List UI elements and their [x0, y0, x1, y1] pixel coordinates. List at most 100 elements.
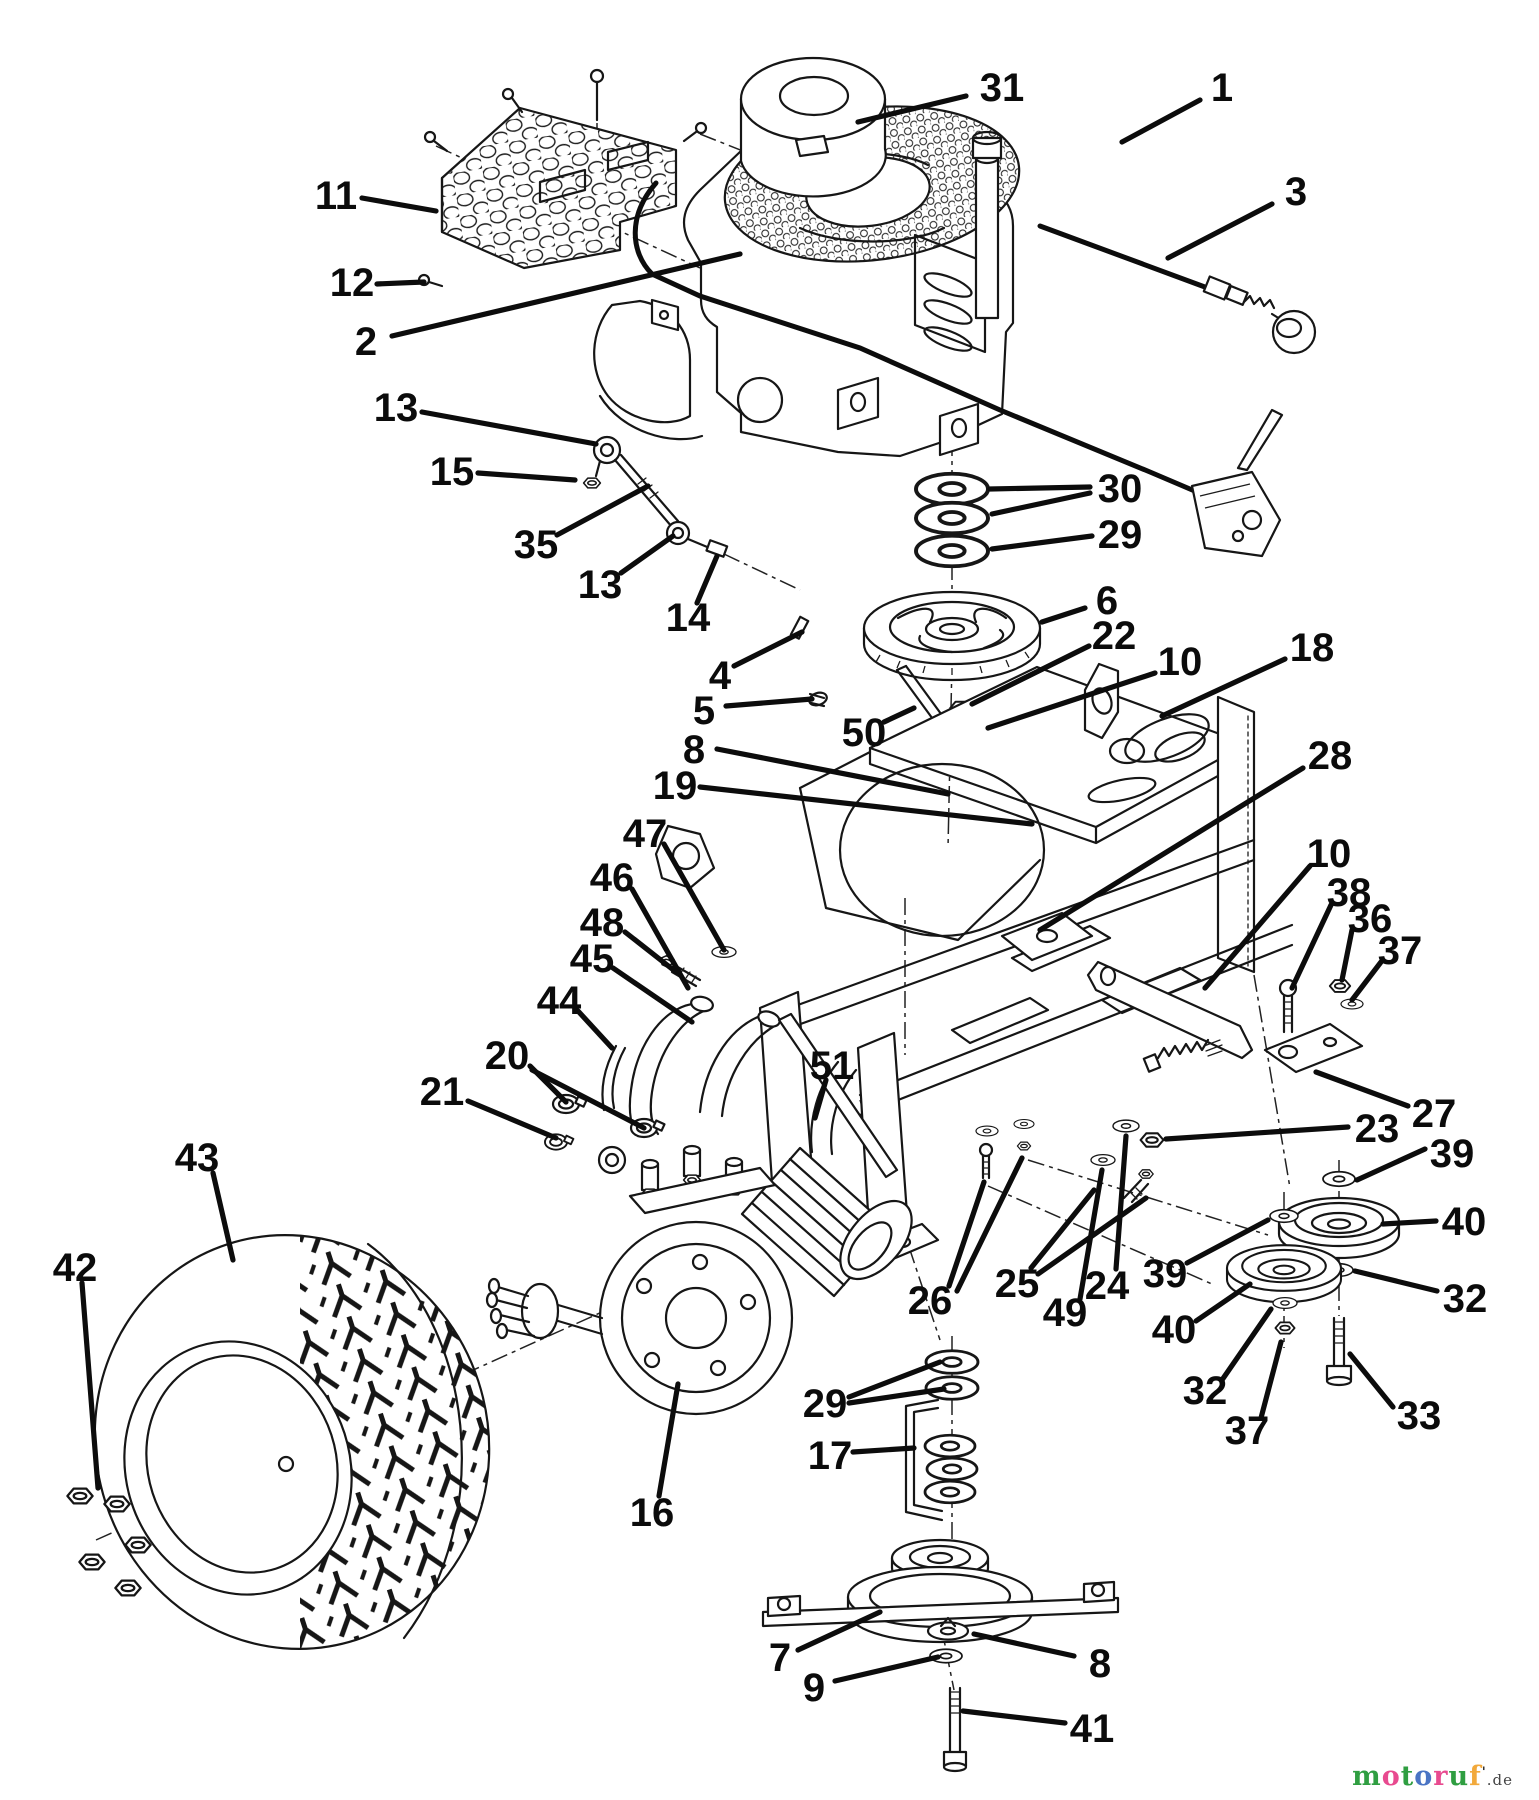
callout-leader-43: [210, 1170, 236, 1263]
callout-leader-7: [795, 1609, 883, 1653]
callout-leader-39: [1354, 1146, 1428, 1183]
transaxle: [485, 1144, 913, 1416]
rear-wheel: [66, 1215, 530, 1675]
callout-label-2: 2: [355, 320, 377, 364]
wheel-rim-opening: [123, 1340, 353, 1596]
callout-label-39: 39: [1143, 1252, 1188, 1296]
watermark-letter: f: [1469, 1761, 1482, 1792]
callout-leader-37: [1349, 959, 1384, 1003]
muffler: [593, 298, 704, 441]
idler-pulleys: [1225, 1170, 1401, 1387]
callout-leader-40: [1380, 1218, 1439, 1227]
callout-leader-29: [989, 533, 1095, 552]
callout-leader-23: [1163, 1124, 1351, 1142]
callout-label-1: 1: [1211, 66, 1233, 110]
callout-label-19: 19: [653, 764, 698, 808]
callout-leader-32: [1219, 1306, 1274, 1383]
callout-leader-22: [969, 643, 1092, 707]
callout-leader-42: [79, 1280, 101, 1491]
callout-label-44: 44: [537, 979, 582, 1023]
air-cleaner: [739, 56, 887, 198]
callout-leader-51: [812, 1077, 829, 1121]
callout-label-11: 11: [315, 174, 357, 218]
watermark-word: motoruf: [1352, 1761, 1482, 1792]
callout-label-33: 33: [1397, 1394, 1442, 1438]
clutch-mount-bar: [761, 1580, 1120, 1628]
idler-pulley-left: [1225, 1244, 1343, 1304]
callout-label-43: 43: [175, 1136, 220, 1180]
callout-label-7: 7: [769, 1636, 791, 1680]
callout-leader-46: [629, 886, 691, 991]
callout-label-40: 40: [1442, 1200, 1487, 1244]
callout-label-8: 8: [683, 728, 705, 772]
callout-label-35: 35: [514, 523, 559, 567]
callout-leader-26: [954, 1155, 1025, 1294]
callout-label-6: 6: [1096, 579, 1118, 623]
callout-label-24: 24: [1085, 1264, 1130, 1308]
watermark-letter: r: [1433, 1761, 1449, 1792]
callout-label-50: 50: [842, 711, 887, 755]
callout-label-45: 45: [570, 937, 615, 981]
throttle-control-lever: [1190, 408, 1284, 558]
clutch-bolt: [942, 1686, 968, 1773]
callout-label-37: 37: [1378, 929, 1423, 973]
callout-label-13: 13: [374, 386, 419, 430]
callout-label-13: 13: [578, 563, 623, 607]
callout-leader-19: [697, 784, 1035, 827]
callout-leader-9: [832, 1654, 941, 1684]
axle-hub: [485, 1277, 604, 1340]
callout-leader-5: [723, 696, 815, 709]
callout-leader-17: [850, 1445, 917, 1455]
callout-leader-41: [960, 1708, 1068, 1726]
site-watermark: motoruf'.de: [1352, 1761, 1513, 1792]
callout-leader-32: [1352, 1268, 1440, 1294]
crankshaft-stack: [789, 471, 1042, 762]
callout-leader-39: [1184, 1217, 1271, 1266]
engine-mount-feet: [736, 376, 980, 457]
watermark-suffix: .de: [1486, 1771, 1513, 1789]
callout-leader-47: [661, 841, 727, 953]
oil-fill-tube: [971, 130, 1003, 320]
callout-leader-49: [1077, 1167, 1105, 1302]
callout-label-15: 15: [430, 450, 475, 494]
callout-leader-10: [1202, 863, 1313, 991]
callout-leader-13: [618, 533, 676, 576]
callout-leader-30: [989, 490, 1093, 517]
callout-leader-33: [1347, 1351, 1396, 1410]
watermark-tick: ': [1481, 1765, 1487, 1780]
callout-leader-6: [1039, 605, 1088, 625]
spring-bolt: [1142, 1038, 1223, 1073]
callout-leader-18: [1159, 656, 1288, 719]
idler-screw-right: [1122, 1169, 1154, 1204]
callout-label-10: 10: [1158, 640, 1203, 684]
callout-leader-4: [731, 629, 805, 669]
callout-leader-30: [987, 484, 1093, 492]
callout-leader-28: [1037, 765, 1306, 933]
transaxle-housing: [598, 1220, 794, 1416]
callout-label-14: 14: [666, 596, 711, 640]
callout-leader-25: [1028, 1187, 1097, 1271]
adjuster-plate: [1263, 1022, 1364, 1074]
callout-label-47: 47: [623, 812, 668, 856]
callout-label-41: 41: [1070, 1707, 1115, 1751]
callout-leader-15: [475, 470, 578, 483]
watermark-letter: o: [1381, 1761, 1401, 1792]
callout-leader-2: [389, 251, 743, 339]
callout-label-30: 30: [1098, 467, 1143, 511]
choke-knob: [1271, 309, 1317, 355]
engine-pulley: [862, 590, 1042, 682]
callout-label-48: 48: [580, 901, 625, 945]
engine-assembly: [593, 56, 1021, 458]
callout-leader-37: [1258, 1339, 1284, 1421]
callout-leader-40: [1193, 1281, 1253, 1324]
hose-short: [601, 1044, 627, 1112]
watermark-letter: t: [1400, 1761, 1415, 1792]
callout-label-36: 36: [1348, 897, 1393, 941]
callout-label-49: 49: [1043, 1291, 1088, 1335]
callout-label-32: 32: [1443, 1277, 1488, 1321]
linkage-rod: [582, 435, 729, 558]
callout-leader-31: [855, 93, 969, 125]
callout-leader-12: [374, 279, 427, 287]
